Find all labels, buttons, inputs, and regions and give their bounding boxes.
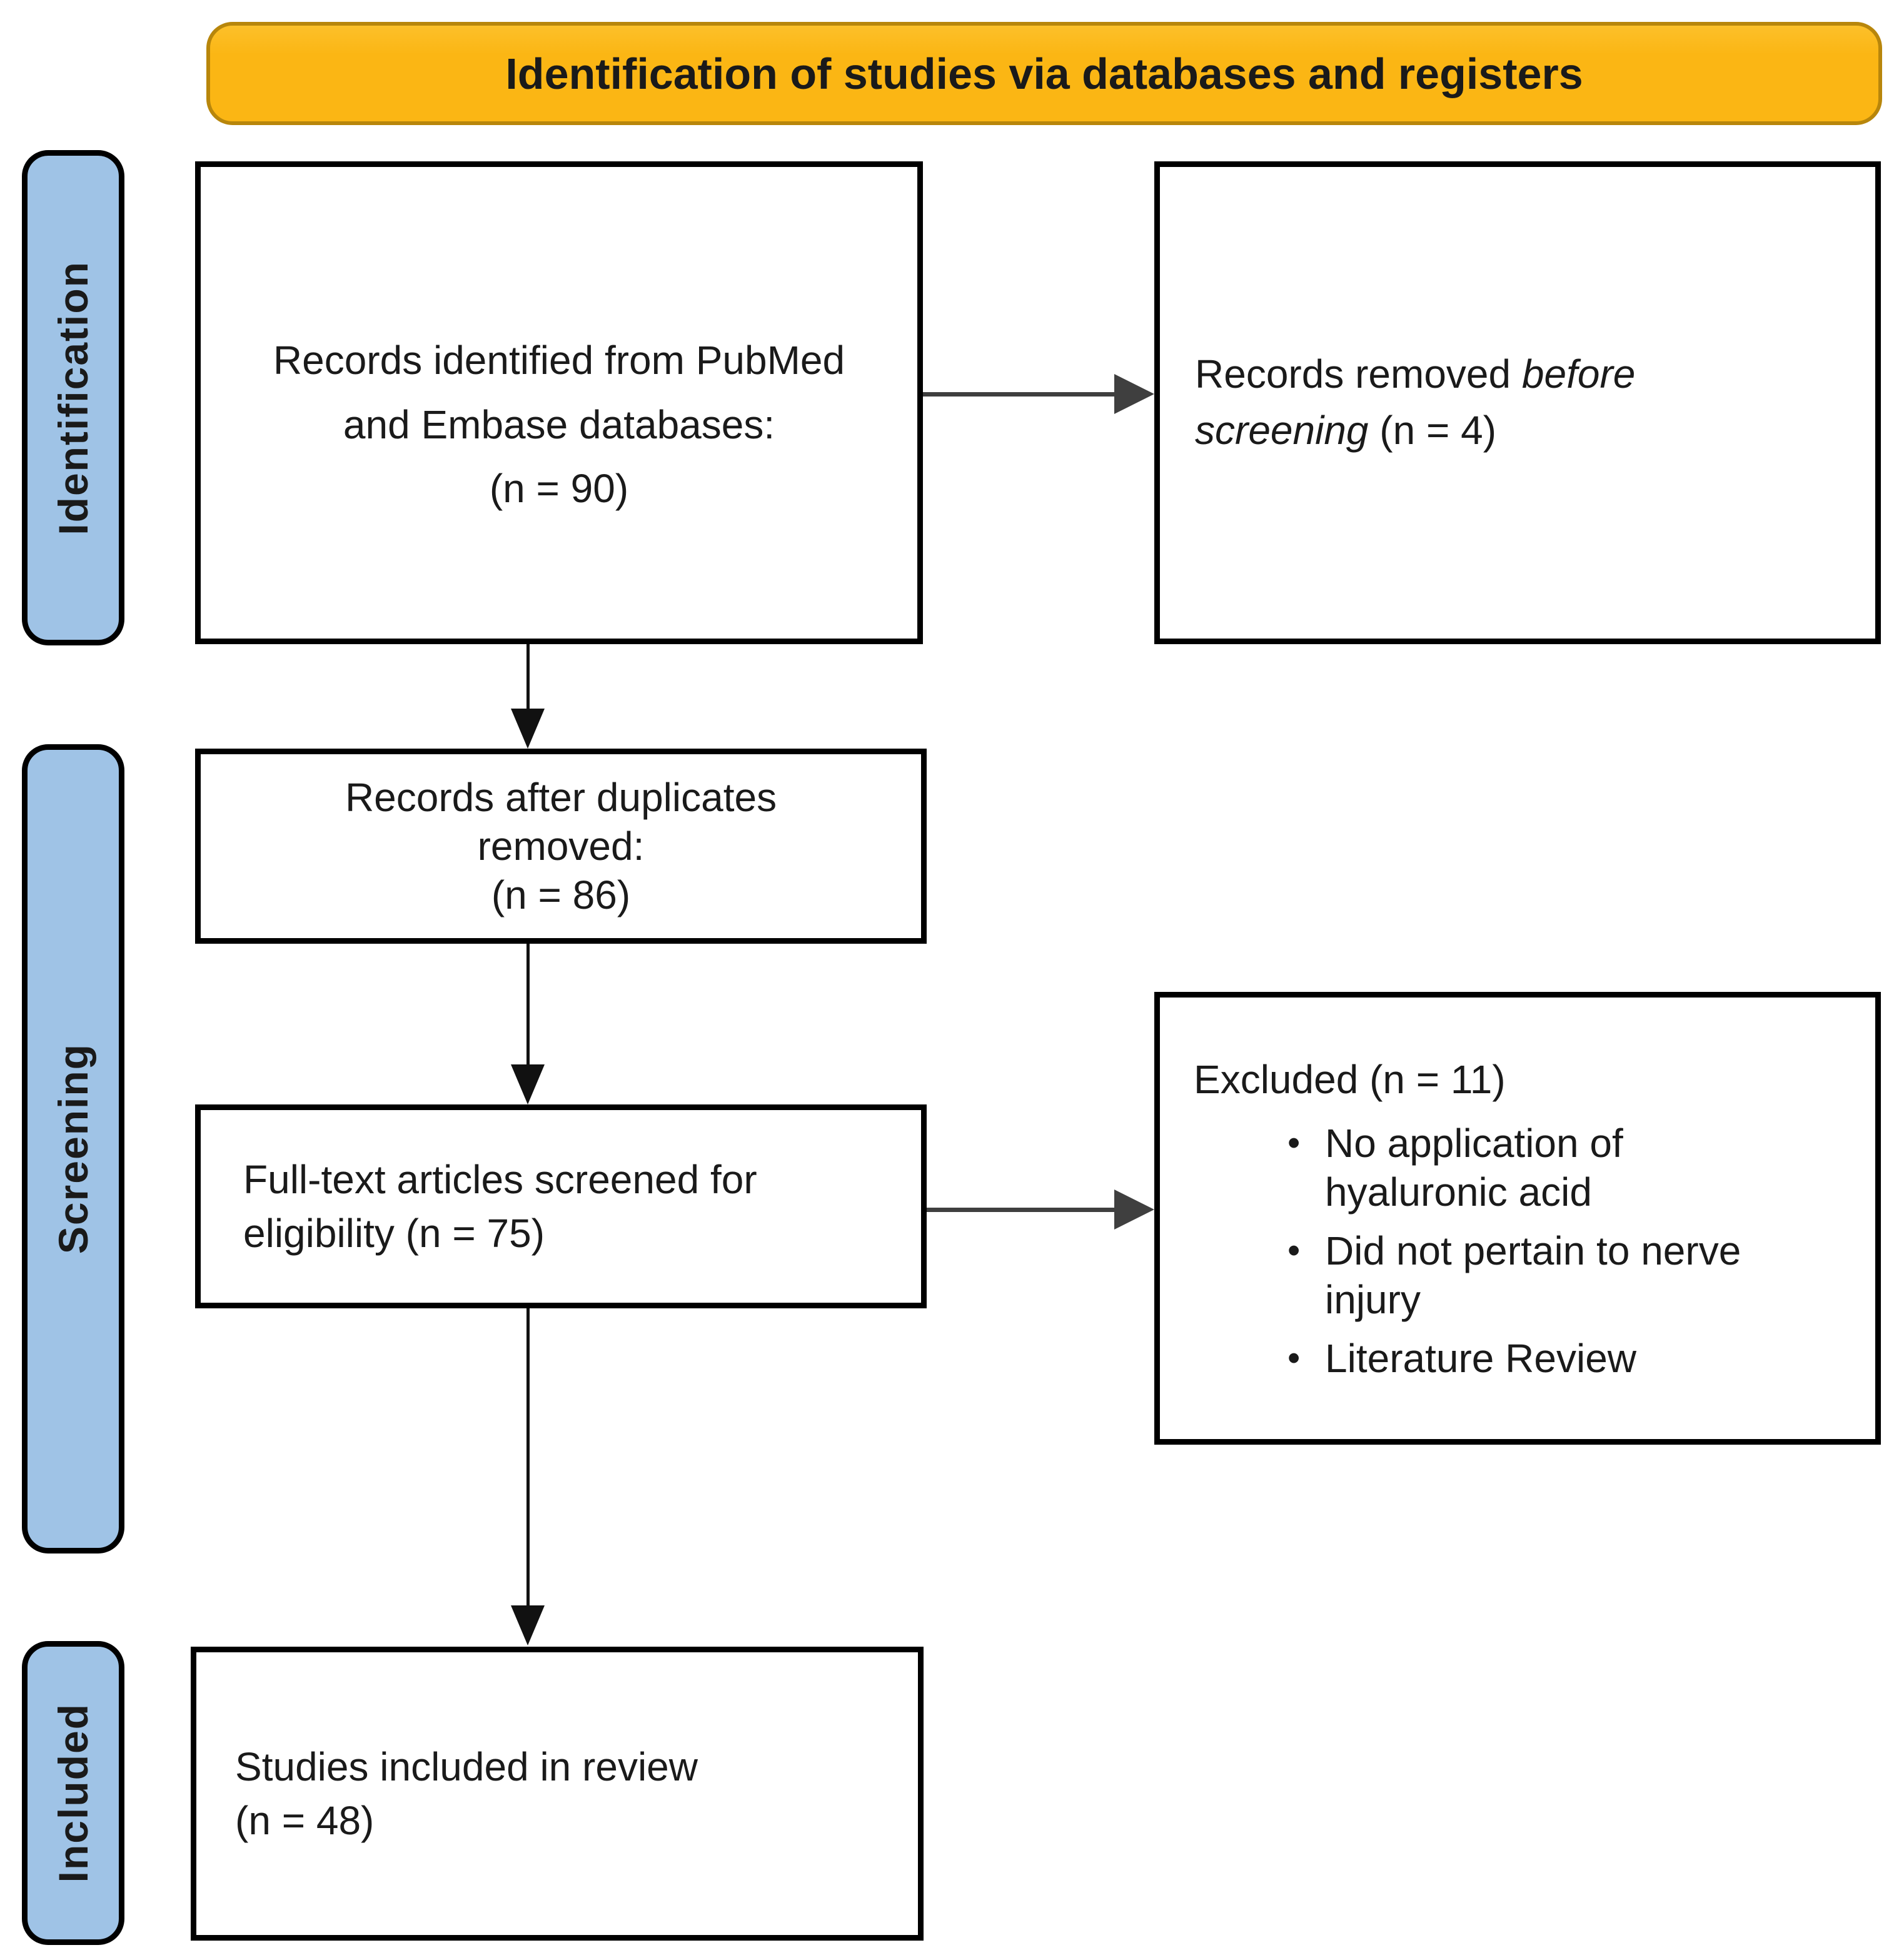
arrow-fulltext-to-excluded-line [927, 1208, 1116, 1212]
bullet-icon: • [1287, 1123, 1301, 1164]
arrow-fulltext-to-included-line [526, 1308, 530, 1607]
records-removed-suffix: (n = 4) [1368, 408, 1497, 453]
box-fulltext-screened-line2: eligibility (n = 75) [243, 1211, 545, 1256]
list-item: • Did not pertain to nerve injury [1287, 1226, 1850, 1324]
arrow-duplicates-to-fulltext-line [526, 944, 530, 1066]
list-item: • Literature Review [1287, 1334, 1850, 1383]
box-duplicates-removed-line2: removed: [477, 823, 645, 869]
stage-label-identification-text: Identification [50, 260, 96, 535]
box-duplicates-removed-line3: (n = 86) [491, 872, 631, 918]
diagram-title-banner: Identification of studies via databases … [206, 22, 1882, 125]
excluded-bullet-3: Literature Review [1325, 1336, 1636, 1382]
down-arrow-icon [511, 709, 545, 749]
diagram-title: Identification of studies via databases … [505, 49, 1583, 98]
stage-label-screening-text: Screening [50, 1043, 96, 1255]
box-records-removed: Records removed before screening (n = 4) [1154, 161, 1881, 644]
arrow-identified-to-duplicates-line [526, 644, 530, 710]
excluded-bullet-1: No application of hyaluronic acid [1325, 1121, 1623, 1215]
box-records-identified-line3: (n = 90) [489, 466, 629, 512]
right-arrow-icon [1114, 1190, 1154, 1230]
stage-label-identification: Identification [22, 150, 124, 645]
arrow-identified-to-removed-line [923, 392, 1116, 397]
stage-label-included: Included [22, 1641, 124, 1945]
excluded-bullet-2: Did not pertain to nerve injury [1325, 1228, 1741, 1323]
box-records-identified: Records identified from PubMed and Embas… [195, 161, 923, 644]
excluded-header: Excluded (n = 11) [1194, 1057, 1506, 1102]
box-studies-included-line1: Studies included in review [235, 1744, 698, 1789]
excluded-bullet-list: • No application of hyaluronic acid • Di… [1287, 1119, 1850, 1383]
box-duplicates-removed-line1: Records after duplicates [345, 774, 777, 820]
box-excluded: Excluded (n = 11) • No application of hy… [1154, 992, 1881, 1445]
bullet-icon: • [1287, 1338, 1301, 1379]
down-arrow-icon [511, 1605, 545, 1645]
down-arrow-icon [511, 1064, 545, 1104]
box-studies-included-line2: (n = 48) [235, 1798, 375, 1843]
box-duplicates-removed: Records after duplicates removed: (n = 8… [195, 749, 927, 944]
box-records-identified-line2: and Embase databases: [343, 402, 775, 447]
list-item: • No application of hyaluronic acid [1287, 1119, 1850, 1216]
right-arrow-icon [1114, 374, 1154, 414]
box-fulltext-screened: Full-text articles screened for eligibil… [195, 1104, 927, 1308]
records-removed-prefix: Records removed [1195, 351, 1522, 397]
box-records-identified-line1: Records identified from PubMed [273, 338, 845, 383]
box-records-removed-text: Records removed before screening (n = 4) [1195, 346, 1745, 458]
box-fulltext-screened-line1: Full-text articles screened for [243, 1156, 757, 1202]
box-studies-included: Studies included in review (n = 48) [191, 1647, 924, 1941]
records-removed-italic: before screening [1195, 351, 1636, 453]
stage-label-screening: Screening [22, 744, 124, 1553]
stage-label-included-text: Included [50, 1703, 96, 1883]
bullet-icon: • [1287, 1230, 1301, 1271]
